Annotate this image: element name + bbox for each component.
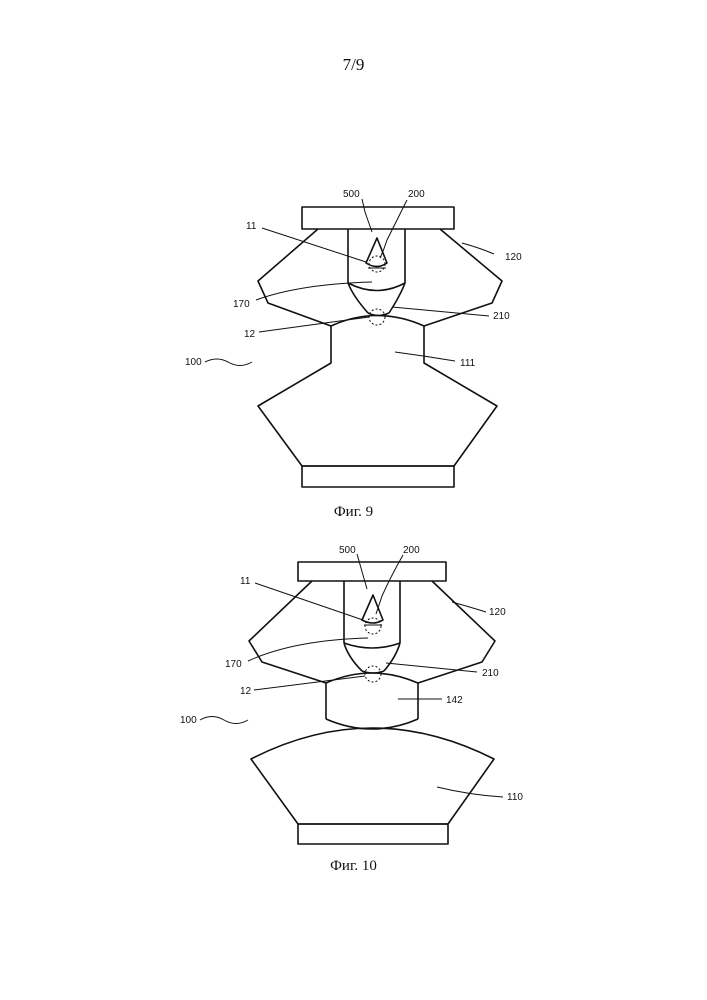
bottom-belt [298,824,448,844]
page-number: 7/9 [0,55,707,75]
label-100: 100 [180,715,197,726]
label-120: 120 [505,252,522,263]
marker-11 [365,618,381,634]
leader-11 [255,583,363,620]
leader-170 [256,282,372,300]
caption-fig-10: Фиг. 10 [0,858,707,875]
figure-9: 500 200 11 120 170 210 12 100 111 [0,170,707,530]
lower-body-110 [251,728,494,824]
label-170: 170 [225,659,242,670]
marker-12 [369,309,385,325]
label-11: 11 [240,576,251,587]
tip-200 [362,595,383,623]
lower-body-111 [258,326,497,466]
label-110: 110 [507,792,523,803]
leader-500 [362,199,372,232]
marker-11 [369,256,385,272]
connector-142-sides [326,683,418,719]
label-120: 120 [489,607,506,618]
label-200: 200 [408,189,425,200]
top-belt [302,207,454,229]
label-210: 210 [482,668,499,679]
label-200: 200 [403,545,420,556]
leader-111 [395,352,455,361]
label-11: 11 [246,221,257,232]
caption-fig-9: Фиг. 9 [0,504,707,521]
label-210: 210 [493,311,510,322]
label-500: 500 [339,545,356,556]
tip-200 [366,238,387,267]
label-142: 142 [446,695,463,706]
figure-10: 500 200 11 120 170 210 12 142 100 110 [0,540,707,900]
element-170-top [348,283,405,291]
element-170-top [344,643,400,648]
label-111: 111 [460,358,476,369]
bottom-belt [302,466,454,487]
label-12: 12 [240,686,252,697]
leader-500 [357,554,367,589]
leader-120 [452,602,486,612]
top-belt [298,562,446,581]
label-12: 12 [244,329,256,340]
leader-100 [205,359,252,366]
label-170: 170 [233,299,250,310]
leader-200 [376,555,403,614]
leader-100 [200,717,248,724]
label-100: 100 [185,357,202,368]
label-500: 500 [343,189,360,200]
